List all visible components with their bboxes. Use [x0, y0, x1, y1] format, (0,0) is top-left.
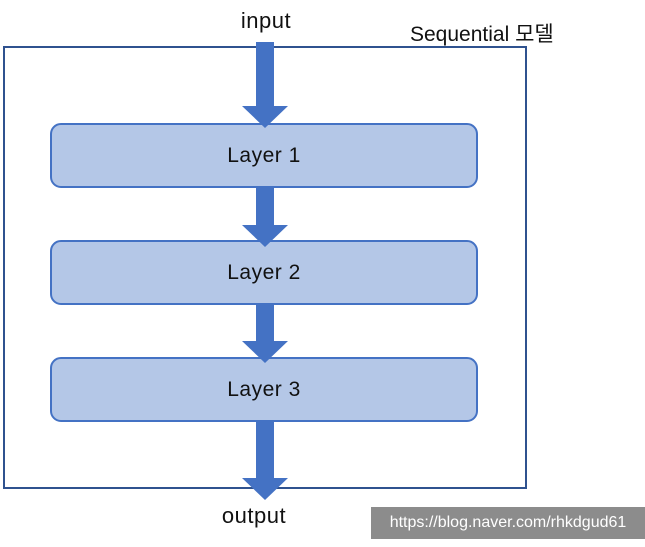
arrow-shaft [256, 188, 274, 225]
layer-box-3: Layer 3 [50, 357, 478, 422]
arrow-shaft [256, 305, 274, 341]
arrow-down-icon [242, 341, 288, 363]
layer-label-2: Layer 2 [227, 260, 301, 284]
layer-box-2: Layer 2 [50, 240, 478, 305]
arrow-down-icon [242, 478, 288, 500]
layer-label-3: Layer 3 [227, 377, 301, 401]
watermark-bar: https://blog.naver.com/rhkdgud61 [371, 507, 645, 539]
input-label: input [240, 8, 292, 33]
arrow-down-icon [242, 106, 288, 128]
diagram-title: Sequential 모델 [410, 23, 554, 46]
arrow-shaft [256, 422, 274, 478]
arrow-input-to-layer1 [242, 42, 288, 128]
arrow-down-icon [242, 225, 288, 247]
arrow-layer1-to-layer2 [242, 188, 288, 247]
arrow-shaft [256, 42, 274, 106]
output-label: output [221, 503, 287, 528]
watermark-url: https://blog.naver.com/rhkdgud61 [389, 514, 627, 531]
layer-box-1: Layer 1 [50, 123, 478, 188]
arrow-layer2-to-layer3 [242, 305, 288, 363]
layer-label-1: Layer 1 [227, 143, 301, 167]
arrow-layer3-to-output [242, 422, 288, 500]
